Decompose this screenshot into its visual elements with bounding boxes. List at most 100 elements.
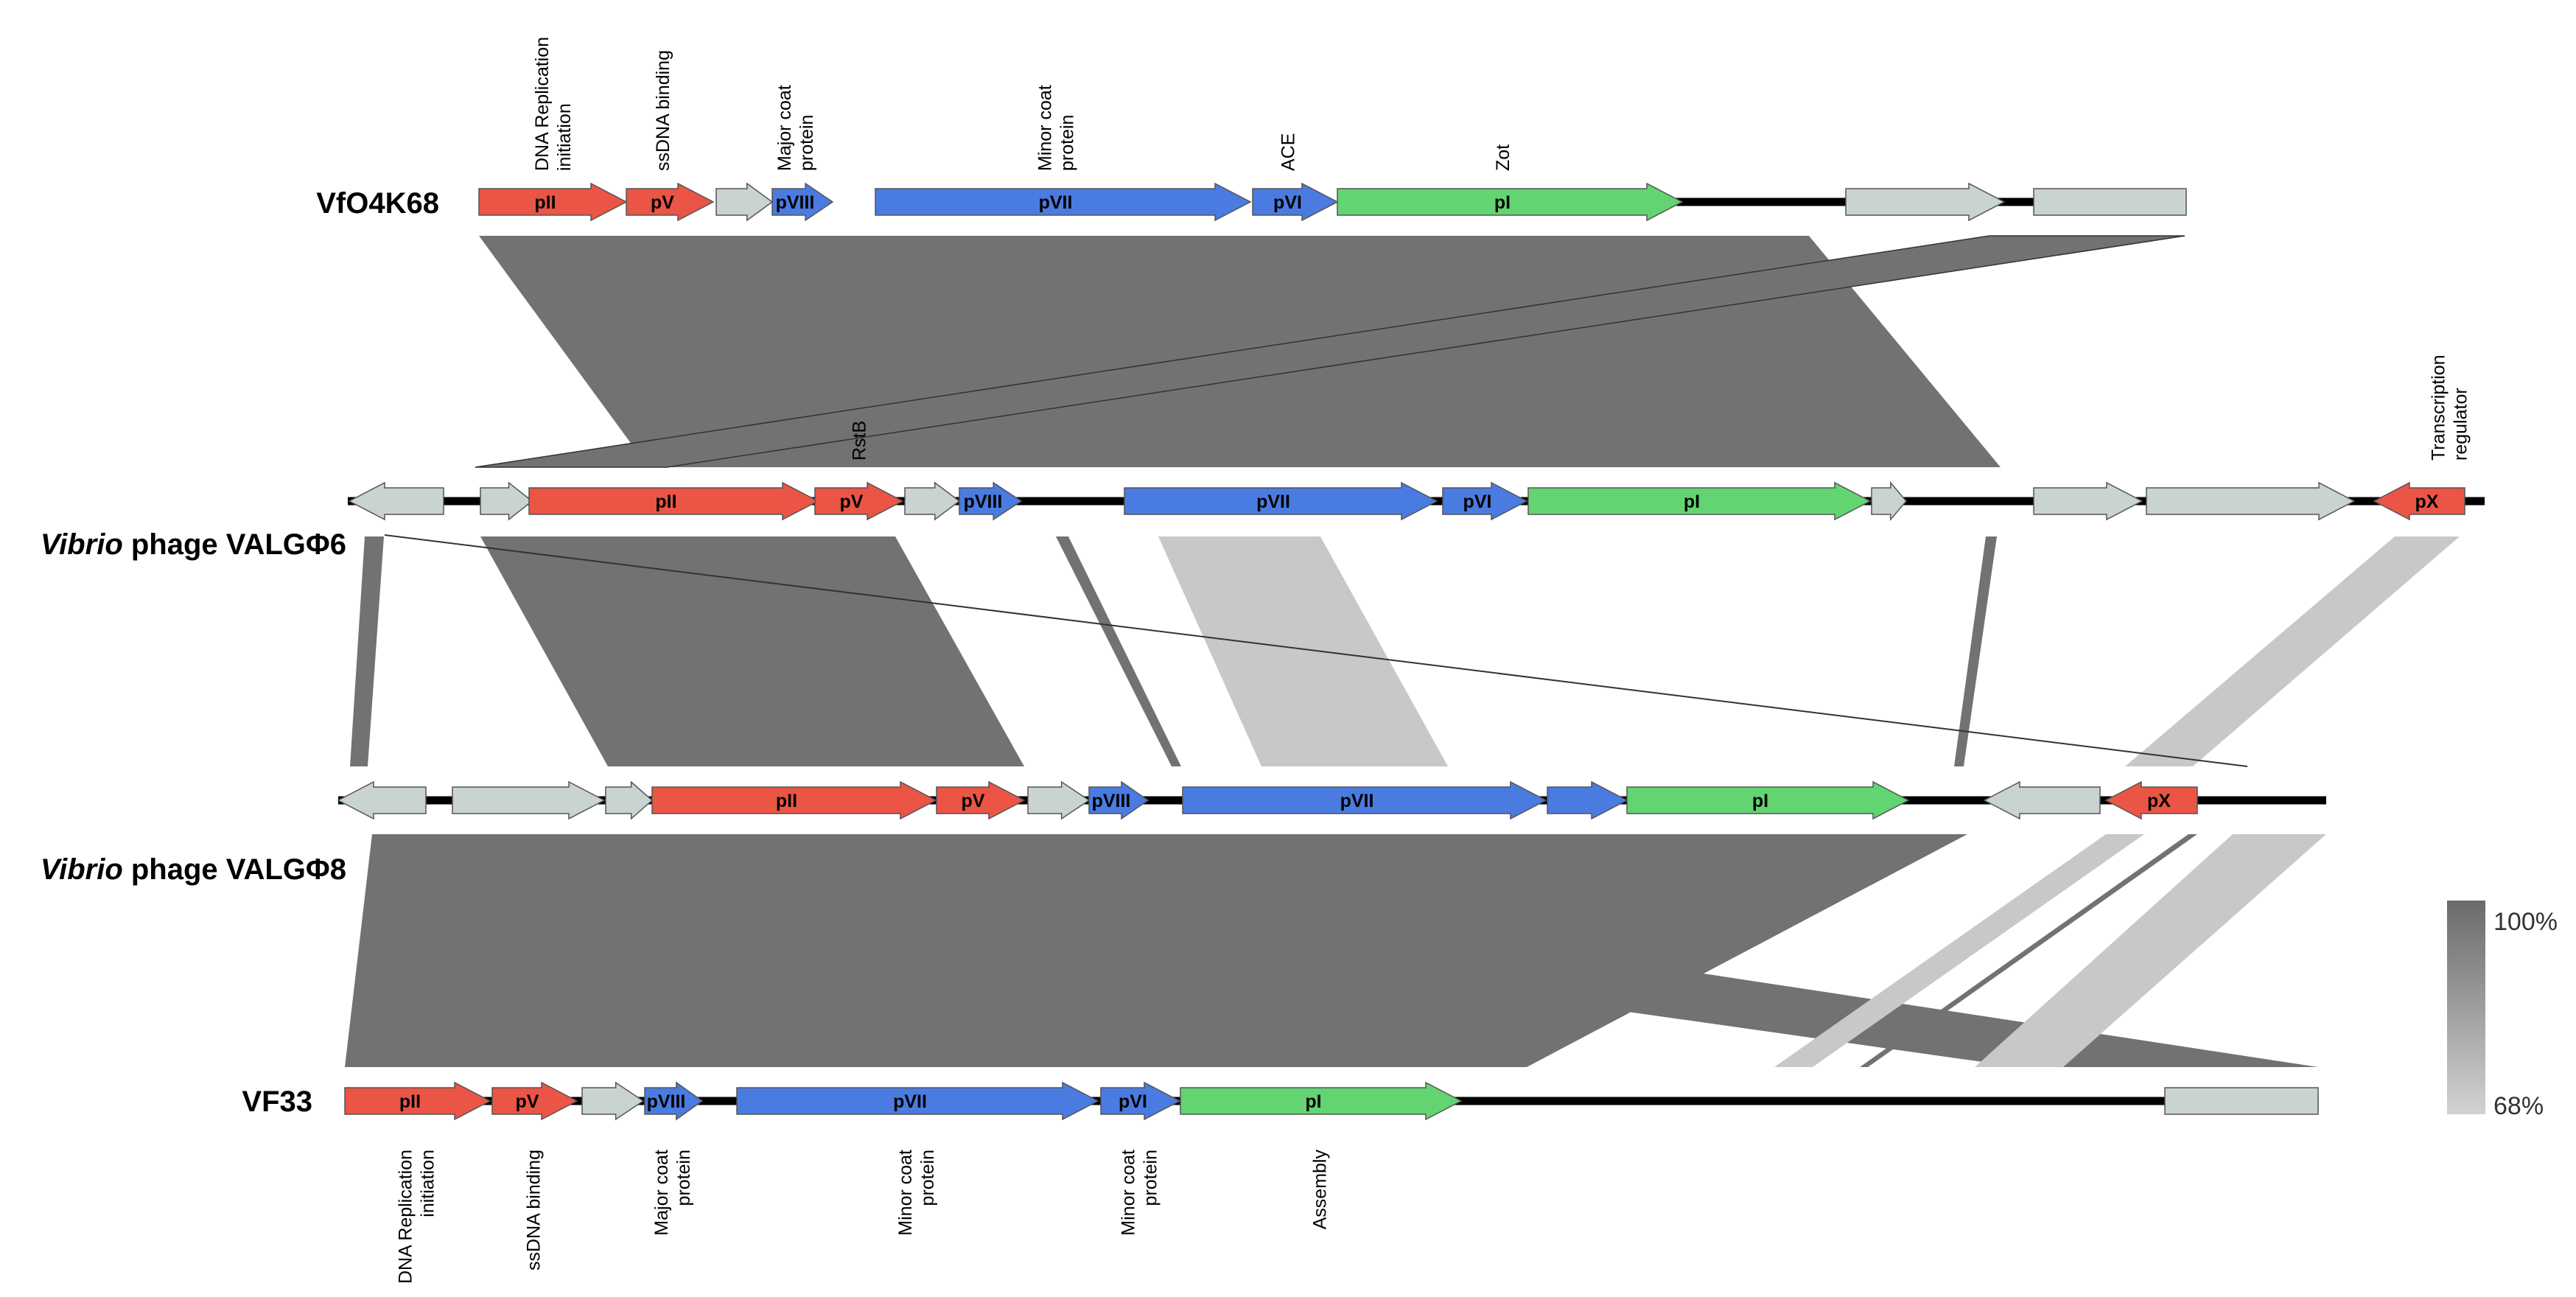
gene-arrow <box>2033 481 2143 521</box>
function-label-line: protein <box>917 1150 938 1206</box>
link-valg8-vf33-b <box>1860 834 2197 1067</box>
function-label-line: Zot <box>1493 144 1513 171</box>
gene-arrow <box>1845 182 2006 222</box>
function-label-top: Minor coatprotein <box>1035 85 1078 171</box>
gene-label: pV <box>840 492 864 512</box>
gene-arrow <box>452 780 606 820</box>
function-label-top: ACE <box>1278 133 1299 171</box>
gene-arrow <box>1180 1081 1463 1121</box>
function-label-line: Minor coat <box>1119 1150 1139 1236</box>
gene-label: pX <box>2147 791 2171 811</box>
gene-arrow <box>581 1081 645 1121</box>
function-label-line: protein <box>797 115 817 171</box>
function-label-bottom: DNA Replicationinitiation <box>396 1150 438 1284</box>
link-valg6-valg8-b <box>480 536 1024 766</box>
function-label-line: initiation <box>418 1150 438 1217</box>
function-label-line: RstB <box>850 421 870 461</box>
function-label-bottom: Assembly <box>1310 1150 1331 1230</box>
genome-name: VfO4K68 <box>316 187 439 220</box>
function-label-line: ssDNA binding <box>524 1150 545 1270</box>
gene-arrow <box>644 1081 704 1121</box>
gene-label: pVII <box>1256 492 1290 512</box>
function-label-line: ssDNA binding <box>653 50 673 171</box>
function-label-line: protein <box>673 1150 694 1206</box>
gene-label: pI <box>1684 492 1700 512</box>
gene-arrow <box>959 481 1023 521</box>
gene-arrow <box>1547 780 1628 820</box>
gene-label: pVIII <box>647 1091 686 1112</box>
gene-label: pVIII <box>1092 791 1131 811</box>
genome-name-italic: Vibrio <box>41 528 123 561</box>
gene-arrow <box>2373 481 2465 521</box>
genome-name: Vibrio phage VALGΦ8 <box>41 853 346 886</box>
link-valg8-vf33-tail <box>372 834 2318 1067</box>
gene-arrow <box>1527 481 1872 521</box>
gene-label: pI <box>1752 791 1768 811</box>
function-label-line: ACE <box>1278 133 1299 171</box>
identity-scale-min: 68% <box>2493 1092 2544 1120</box>
gene-arrow <box>904 481 961 521</box>
function-label-bottom: Minor coatprotein <box>1119 1150 1161 1236</box>
gene-label: pVIII <box>776 192 815 213</box>
gene-label: pII <box>655 492 676 512</box>
function-label-line: Assembly <box>1310 1150 1331 1230</box>
gene-arrow <box>1088 780 1149 820</box>
gene-label: pX <box>2415 492 2439 512</box>
function-label-line: protein <box>1141 1150 1161 1206</box>
gene-arrow <box>528 481 819 521</box>
function-label-bottom: ssDNA binding <box>524 1150 545 1270</box>
function-label-top: DNA Replicationinitiation <box>532 37 575 171</box>
function-label-mid: RstB <box>850 421 870 461</box>
gene-arrow <box>1337 182 1684 222</box>
gene-arrow <box>736 1081 1099 1121</box>
gene-arrow <box>348 481 444 521</box>
gene-arrow <box>605 780 654 820</box>
gene-arrow <box>875 182 1252 222</box>
gene-label: pVII <box>1039 192 1073 213</box>
function-label-mid: Transcriptionregulator <box>2429 354 2471 461</box>
identity-scale: 100% 68% <box>2447 901 2558 1120</box>
function-label-line: Major coat <box>774 85 795 171</box>
gene-arrow <box>626 182 715 222</box>
function-label-line: protein <box>1057 115 1078 171</box>
gene-arrow <box>344 1081 491 1121</box>
gene-arrow <box>1626 780 1910 820</box>
function-label-line: Major coat <box>651 1150 672 1236</box>
gene-arrow <box>480 481 533 521</box>
gene-arrow <box>2164 1087 2319 1115</box>
gene-arrow <box>1182 780 1547 820</box>
genome-name-italic: Vibrio <box>41 853 123 886</box>
function-label-top: Zot <box>1493 144 1513 171</box>
function-label-line: DNA Replication <box>396 1150 416 1284</box>
genome-name-rest: phage VALGΦ8 <box>123 853 346 886</box>
gene-arrow <box>936 780 1026 820</box>
link-vfo4k68-valg6-tail <box>475 235 2185 468</box>
link-valg6-valg8-line <box>384 534 2248 767</box>
link-valg6-valg8-d <box>1158 536 1448 766</box>
genome-name: Vibrio phage VALGΦ6 <box>41 528 346 561</box>
gene-label: pV <box>516 1091 539 1112</box>
gene-arrow <box>1124 481 1438 521</box>
function-label-line: regulator <box>2451 388 2471 461</box>
gene-label: pVII <box>1340 791 1374 811</box>
gene-label: pI <box>1494 192 1511 213</box>
gene-label: pVI <box>1119 1091 1147 1112</box>
function-label-line: initiation <box>554 103 575 171</box>
identity-scale-bar <box>2447 901 2485 1114</box>
link-valg8-vf33-c <box>1975 834 2326 1067</box>
gene-label: pV <box>962 791 985 811</box>
gene-arrow <box>1252 182 1339 222</box>
function-label-bottom: Major coatprotein <box>651 1150 694 1236</box>
gene-label: pII <box>399 1091 421 1112</box>
gene-arrow <box>715 182 774 222</box>
gene-arrow <box>771 182 834 222</box>
gene-label: pVII <box>893 1091 927 1112</box>
genome-maps: VfO4K68 pII pV pVIII pVII pVI pI Vibrio phage V… <box>41 182 2485 1121</box>
function-label-line: Minor coat <box>1035 85 1056 171</box>
gene-label: pVI <box>1463 492 1492 512</box>
